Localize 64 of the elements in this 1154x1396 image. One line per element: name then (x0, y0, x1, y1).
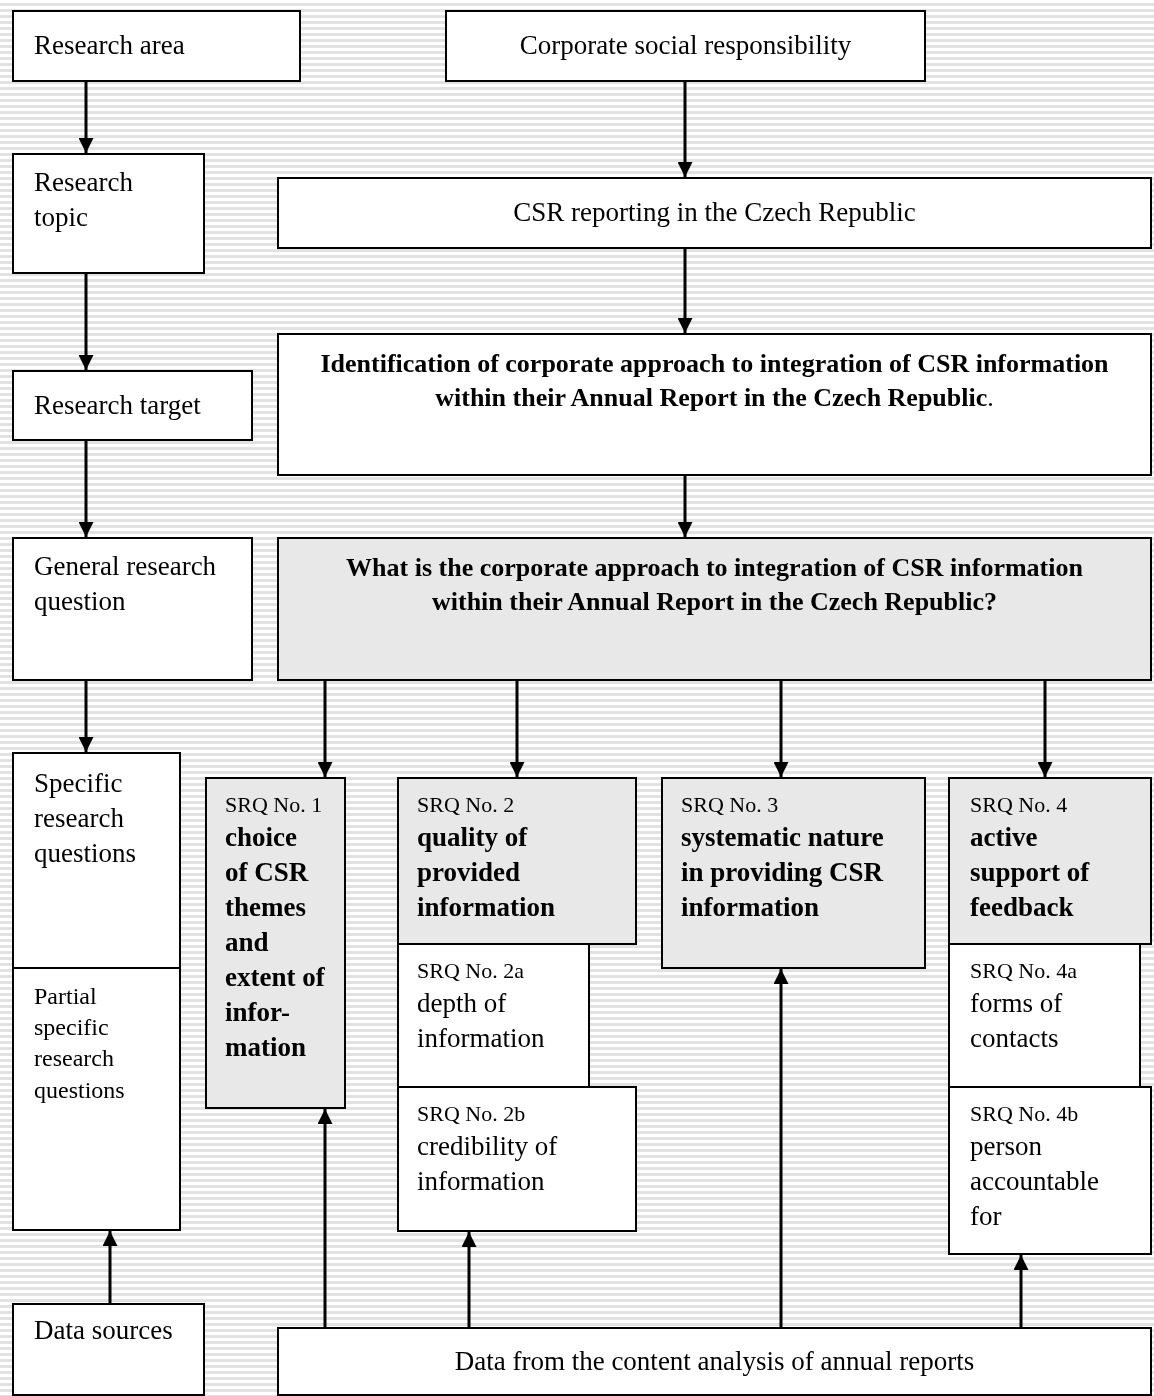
box-label: Data from the content analysis of annual reports (453, 1344, 976, 1378)
arrow (1013, 1255, 1029, 1327)
arrow (677, 82, 693, 177)
arrow (1037, 681, 1053, 777)
text-box (12, 537, 253, 681)
text-box (277, 1327, 1152, 1396)
arrow (78, 82, 94, 153)
arrow (78, 441, 94, 537)
box-label: SRQ No. 2 (417, 791, 516, 819)
shaded-box (205, 777, 346, 1109)
text-box (12, 967, 181, 1231)
box-label: What is the corporate approach to integration of CSR information within their Annual Report in the Czech Republic? (345, 552, 1084, 618)
box-label: SRQ No. 3 (681, 791, 780, 819)
box-text: choice of CSR themes and extent of infor-mation (225, 820, 326, 1065)
box-label: SRQ No. 4 (970, 791, 1069, 819)
arrow (102, 1231, 118, 1303)
text-box (12, 370, 253, 441)
arrow (78, 274, 94, 370)
box-text: quality of provided information (417, 820, 556, 924)
arrow (677, 249, 693, 333)
arrow (461, 1232, 477, 1327)
arrow (509, 681, 525, 777)
shaded-box (661, 777, 926, 969)
box-label: Corporate social responsibility (518, 29, 853, 63)
box-label: SRQ No. 4b (970, 1100, 1080, 1128)
box-text: person accountable for (970, 1129, 1100, 1233)
arrow (773, 969, 789, 1327)
box-label: General research question (34, 550, 218, 619)
text-box (12, 10, 301, 82)
box-label: SRQ No. 2b (417, 1100, 527, 1128)
box-label: CSR reporting in the Czech Republic (512, 196, 917, 230)
text-box (12, 752, 181, 969)
text-box (397, 1086, 637, 1232)
box-label: Partial specific research questions (34, 982, 126, 1105)
box-label: Research target (34, 388, 202, 422)
box-label: SRQ No. 4a (970, 957, 1078, 985)
box-label: Research topic (34, 166, 134, 235)
box-label: Research area (34, 29, 186, 63)
box-label: Identification of corporate approach to integration of CSR information within their Annual Report in the Czech Republic. (319, 348, 1110, 414)
box-text: credibility of information (417, 1129, 559, 1198)
box-text: systematic nature in providing CSR information (681, 820, 885, 924)
arrow (317, 1109, 333, 1327)
text-box (277, 333, 1152, 476)
box-label: SRQ No. 1 (225, 791, 324, 819)
box-label: Data sources (34, 1314, 174, 1347)
text-box (948, 943, 1141, 1088)
text-box (948, 1086, 1152, 1255)
box-label: Specific research questions (34, 767, 137, 871)
text-box (12, 1303, 205, 1396)
box-text: forms of contacts (970, 986, 1064, 1055)
box-label: SRQ No. 2a (417, 957, 525, 985)
shaded-box (277, 537, 1152, 681)
box-text: depth of information (417, 986, 546, 1055)
text-box (445, 10, 926, 82)
arrow (773, 681, 789, 777)
text-box (397, 943, 590, 1088)
arrow (317, 681, 333, 777)
text-box (277, 177, 1152, 249)
text-box (12, 153, 205, 274)
arrow (677, 476, 693, 537)
box-text: active support of feedback (970, 820, 1091, 924)
shaded-box (948, 777, 1152, 945)
arrow (78, 681, 94, 752)
shaded-box (397, 777, 637, 945)
